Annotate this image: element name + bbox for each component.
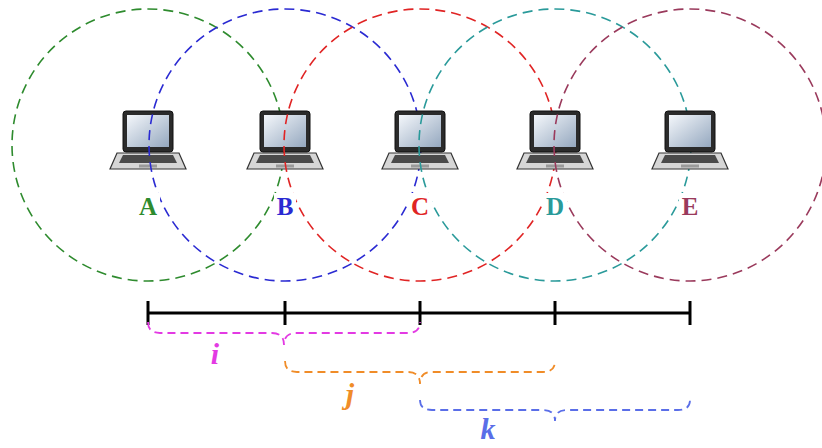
wireless-node: C [283,8,557,282]
distance-ruler [148,301,690,325]
laptop-icon [381,109,459,171]
node-label: A [136,193,160,221]
wireless-node: D [418,8,692,282]
range-label: j [344,379,356,409]
range-brace [420,400,690,421]
node-label: D [543,193,567,221]
wireless-node: B [148,8,422,282]
node-label-row: E [553,193,822,221]
range-brace [148,322,420,345]
laptop-icon [246,109,324,171]
node-label-row: B [148,193,422,221]
node-label: B [274,193,297,221]
range-label: i [209,339,221,369]
node-label: E [679,193,702,221]
laptop-icon [109,109,187,171]
wireless-node: A [11,8,285,282]
range-brace [285,361,555,384]
node-label-row: C [283,193,557,221]
laptop-icon [651,109,729,171]
range-label: k [479,414,498,444]
laptop-icon [516,109,594,171]
node-label: C [408,193,432,221]
wireless-node: E [553,8,822,282]
node-label-row: A [11,193,285,221]
node-label-row: D [418,193,692,221]
